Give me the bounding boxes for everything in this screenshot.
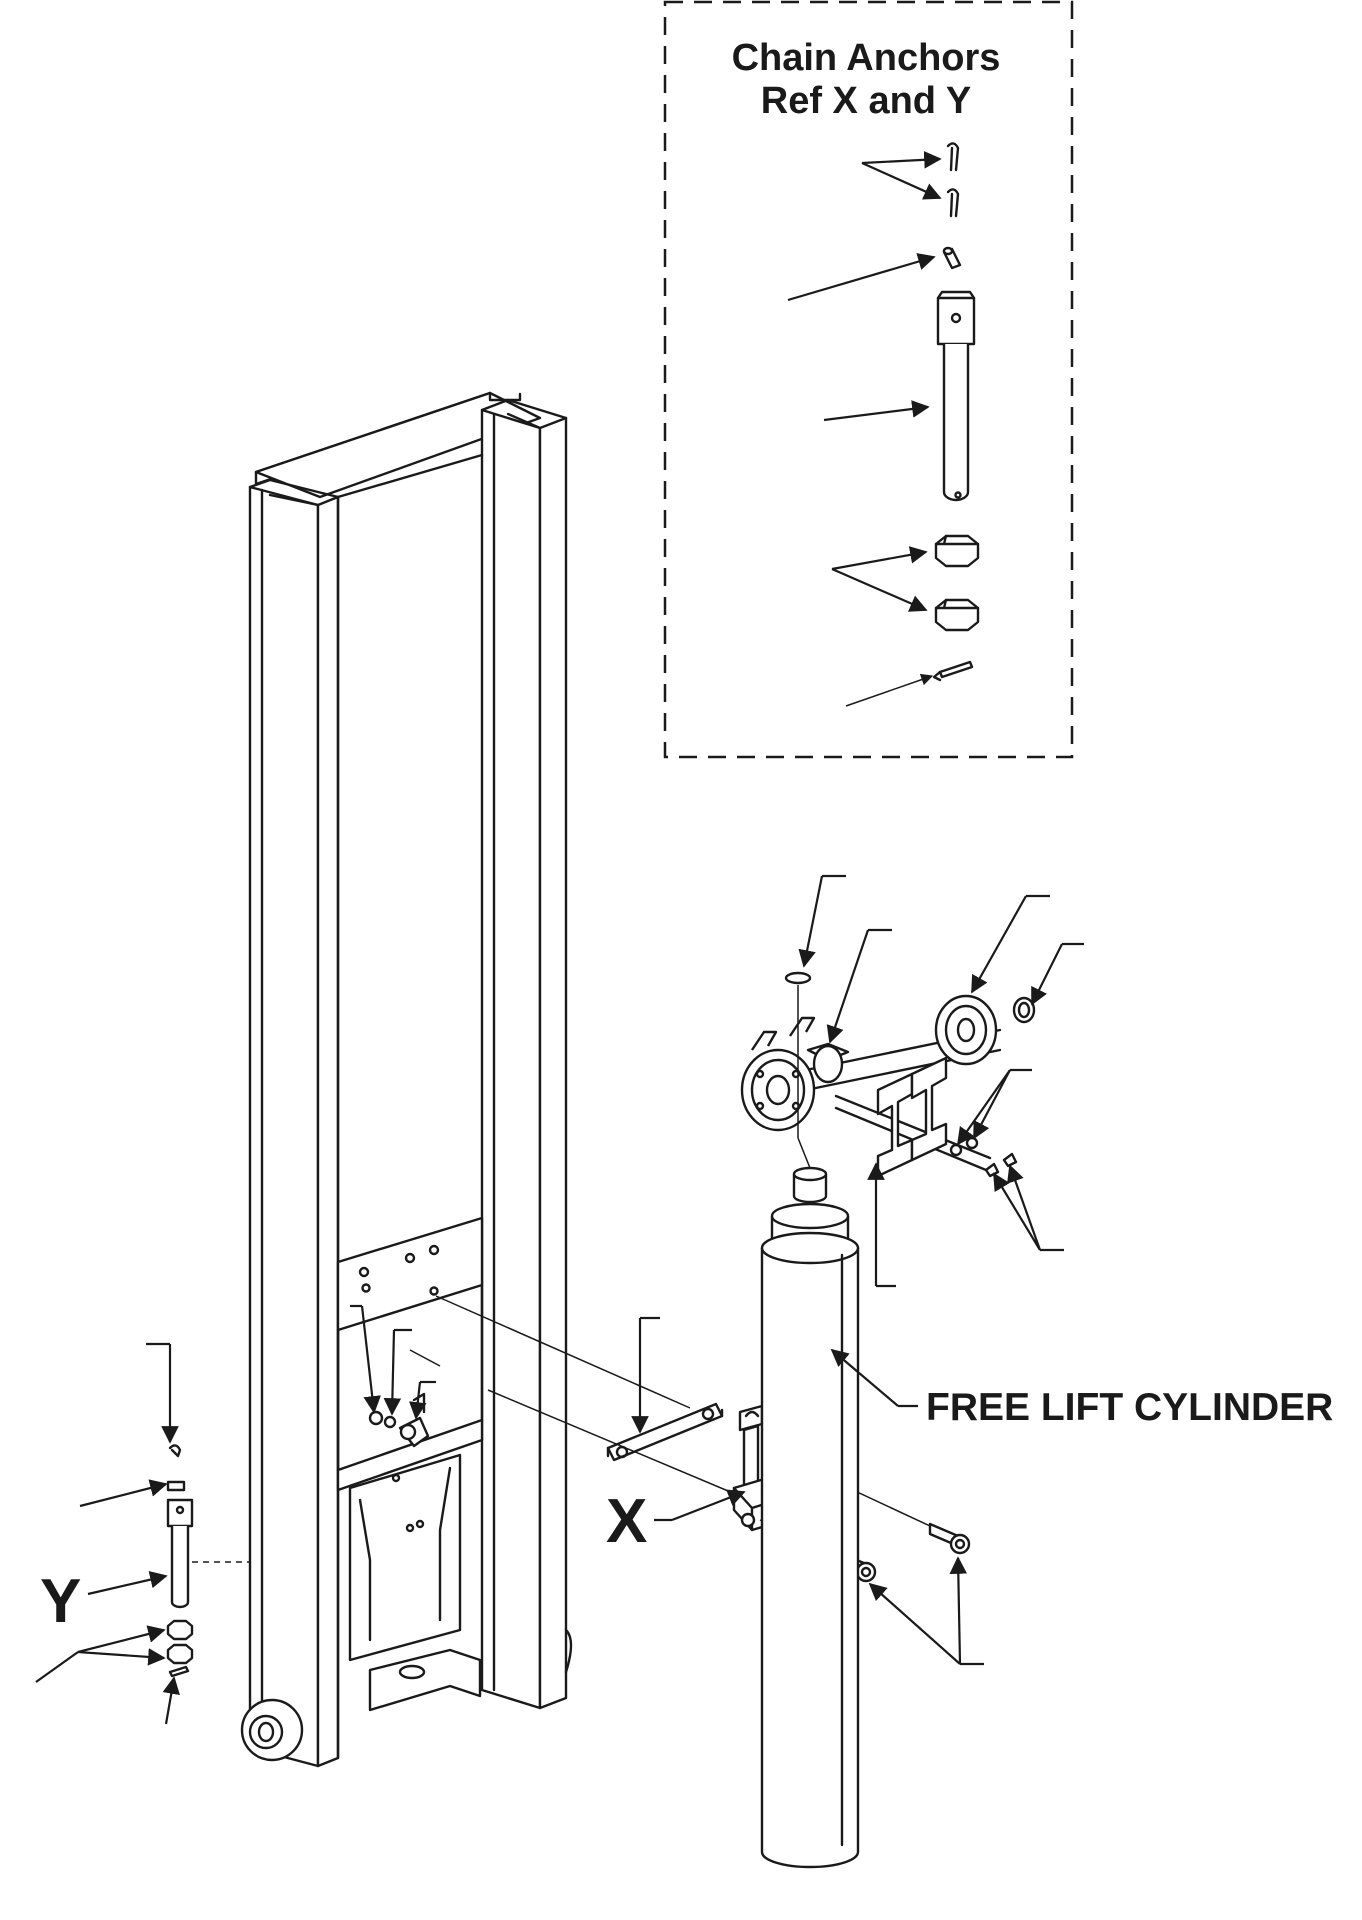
chain-anchor-rod xyxy=(936,290,976,502)
cotter-pin-lower xyxy=(946,188,960,218)
ref-y-label: Y xyxy=(40,1567,81,1636)
clevis-pin xyxy=(942,246,962,270)
inset-title-line2: Ref X and Y xyxy=(761,80,971,122)
sheave-crosshead-assembly xyxy=(740,971,1036,1178)
cylinder-mounting-bracket xyxy=(606,1402,724,1462)
hex-nut-upper xyxy=(934,534,980,568)
chain-anchor-bracket xyxy=(368,1392,430,1448)
hex-nut-lower xyxy=(934,598,980,632)
free-lift-cylinder-label: FREE LIFT CYLINDER xyxy=(926,1386,1333,1429)
mast-upright xyxy=(240,391,573,1768)
cotter-pin-top xyxy=(946,142,960,172)
ref-x-label: X xyxy=(606,1487,647,1556)
mounting-bolt-upper xyxy=(928,1522,971,1555)
inset-title-line1: Chain Anchors xyxy=(732,37,1001,79)
chain-anchor-y-assembly xyxy=(166,1444,194,1678)
chain-anchor-inset: Chain Anchors Ref X and Y xyxy=(663,0,1074,759)
cotter-key xyxy=(932,660,974,682)
free-lift-cylinder xyxy=(760,1166,860,1869)
